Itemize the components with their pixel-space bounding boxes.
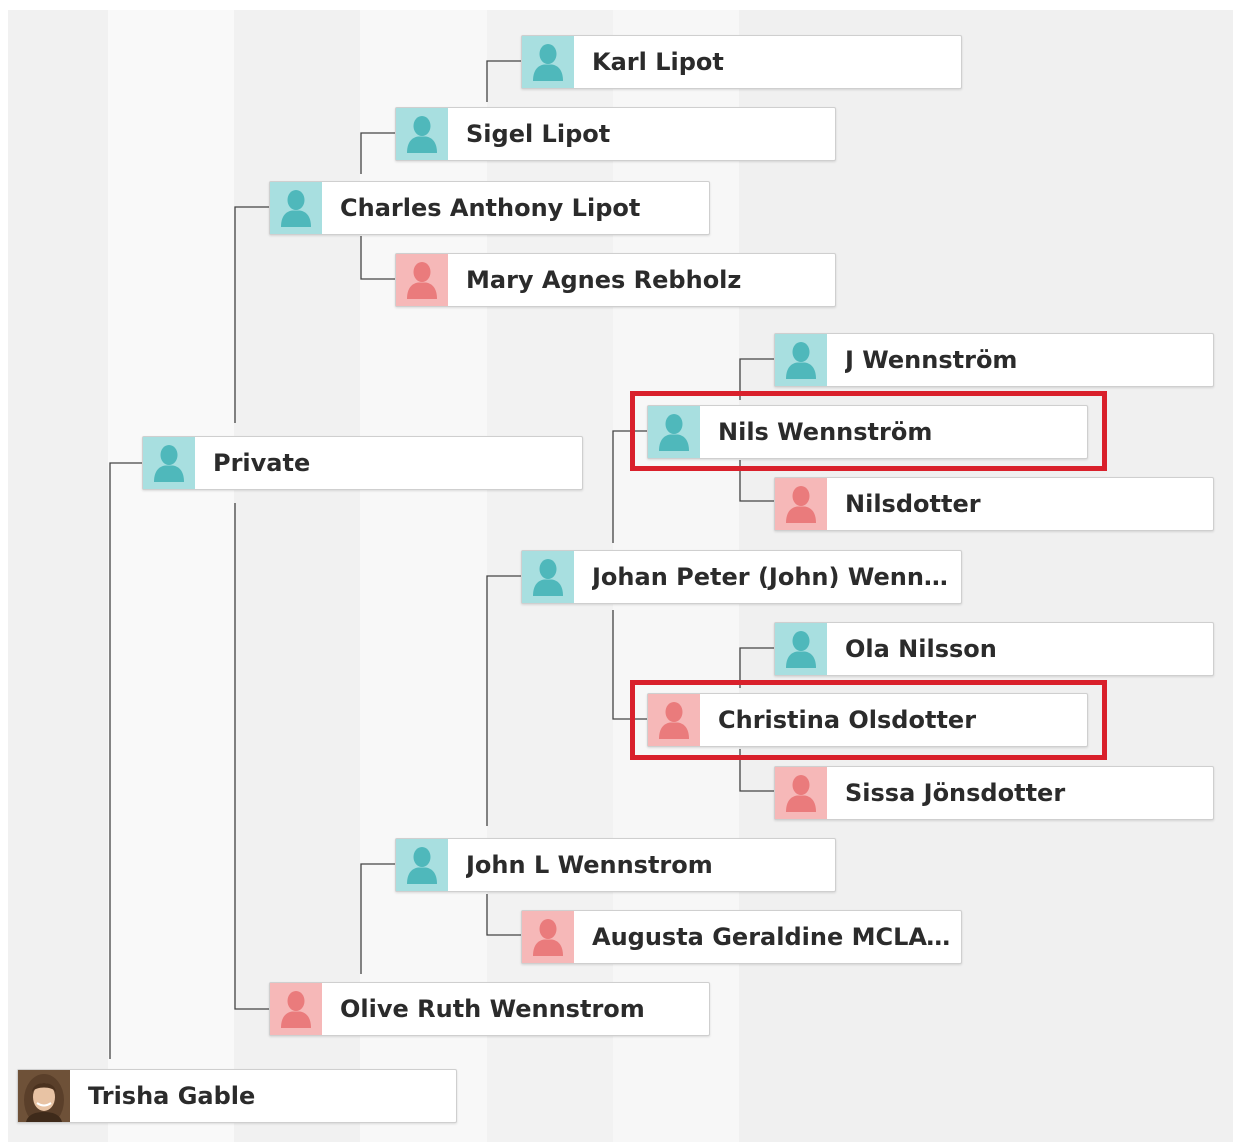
person-name: Sissa Jönsdotter	[845, 779, 1066, 807]
person-card-olive-ruth-wennstrom[interactable]: Olive Ruth Wennstrom	[269, 982, 710, 1036]
person-name: Charles Anthony Lipot	[340, 194, 641, 222]
connector-line	[612, 610, 647, 720]
person-card-private[interactable]: Private	[142, 436, 583, 490]
male-silhouette-icon	[775, 623, 827, 675]
person-card-nilsdotter[interactable]: Nilsdotter	[774, 477, 1214, 531]
person-name: Augusta Geraldine MCLAUG...	[592, 923, 961, 951]
person-name: Private	[213, 449, 311, 477]
connector-line	[486, 575, 521, 826]
person-card-trisha-gable[interactable]: Trisha Gable	[17, 1069, 457, 1123]
connector-line	[739, 358, 774, 400]
connector-line	[360, 863, 395, 974]
connector-line	[360, 132, 395, 174]
person-card-john-l-wennstrom[interactable]: John L Wennstrom	[395, 838, 836, 892]
person-name: John L Wennstrom	[466, 851, 713, 879]
person-name: Nilsdotter	[845, 490, 981, 518]
generation-band	[108, 10, 234, 1142]
person-card-charles-anthony-lipot[interactable]: Charles Anthony Lipot	[269, 181, 710, 235]
person-card-nils-wennstrom[interactable]: Nils Wennström	[647, 405, 1088, 459]
connector-line	[486, 894, 521, 936]
female-silhouette-icon	[522, 911, 574, 963]
person-card-j-wennstrom[interactable]: J Wennström	[774, 333, 1214, 387]
connector-line	[360, 236, 395, 280]
female-silhouette-icon	[775, 478, 827, 530]
connector-line	[234, 503, 269, 1010]
male-silhouette-icon	[775, 334, 827, 386]
person-name: Nils Wennström	[718, 418, 933, 446]
person-name: Christina Olsdotter	[718, 706, 977, 734]
person-name: Karl Lipot	[592, 48, 724, 76]
female-silhouette-icon	[648, 694, 700, 746]
person-name: J Wennström	[845, 346, 1018, 374]
profile-photo-icon	[18, 1070, 70, 1122]
female-silhouette-icon	[775, 767, 827, 819]
connector-line	[234, 206, 269, 423]
person-name: Ola Nilsson	[845, 635, 997, 663]
person-card-augusta-geraldine[interactable]: Augusta Geraldine MCLAUG...	[521, 910, 962, 964]
person-card-sissa-jonsdotter[interactable]: Sissa Jönsdotter	[774, 766, 1214, 820]
male-silhouette-icon	[396, 839, 448, 891]
person-name: Olive Ruth Wennstrom	[340, 995, 645, 1023]
person-card-karl-lipot[interactable]: Karl Lipot	[521, 35, 962, 89]
male-silhouette-icon	[396, 108, 448, 160]
person-card-johan-peter-wennstrom[interactable]: Johan Peter (John) Wennstr...	[521, 550, 962, 604]
male-silhouette-icon	[143, 437, 195, 489]
person-name: Trisha Gable	[88, 1082, 256, 1110]
person-card-ola-nilsson[interactable]: Ola Nilsson	[774, 622, 1214, 676]
connector-line	[739, 647, 774, 688]
connector-line	[739, 460, 774, 502]
male-silhouette-icon	[270, 182, 322, 234]
person-card-sigel-lipot[interactable]: Sigel Lipot	[395, 107, 836, 161]
connector-line	[486, 60, 521, 102]
female-silhouette-icon	[396, 254, 448, 306]
generation-band	[8, 10, 108, 1142]
person-card-mary-agnes-rebholz[interactable]: Mary Agnes Rebholz	[395, 253, 836, 307]
person-card-christina-olsdotter[interactable]: Christina Olsdotter	[647, 693, 1088, 747]
connector-line	[739, 749, 774, 792]
connector-line	[612, 430, 647, 543]
male-silhouette-icon	[522, 36, 574, 88]
person-name: Sigel Lipot	[466, 120, 611, 148]
person-name: Johan Peter (John) Wennstr...	[592, 563, 961, 591]
male-silhouette-icon	[648, 406, 700, 458]
connector-line	[109, 462, 142, 1059]
female-silhouette-icon	[270, 983, 322, 1035]
person-name: Mary Agnes Rebholz	[466, 266, 742, 294]
male-silhouette-icon	[522, 551, 574, 603]
